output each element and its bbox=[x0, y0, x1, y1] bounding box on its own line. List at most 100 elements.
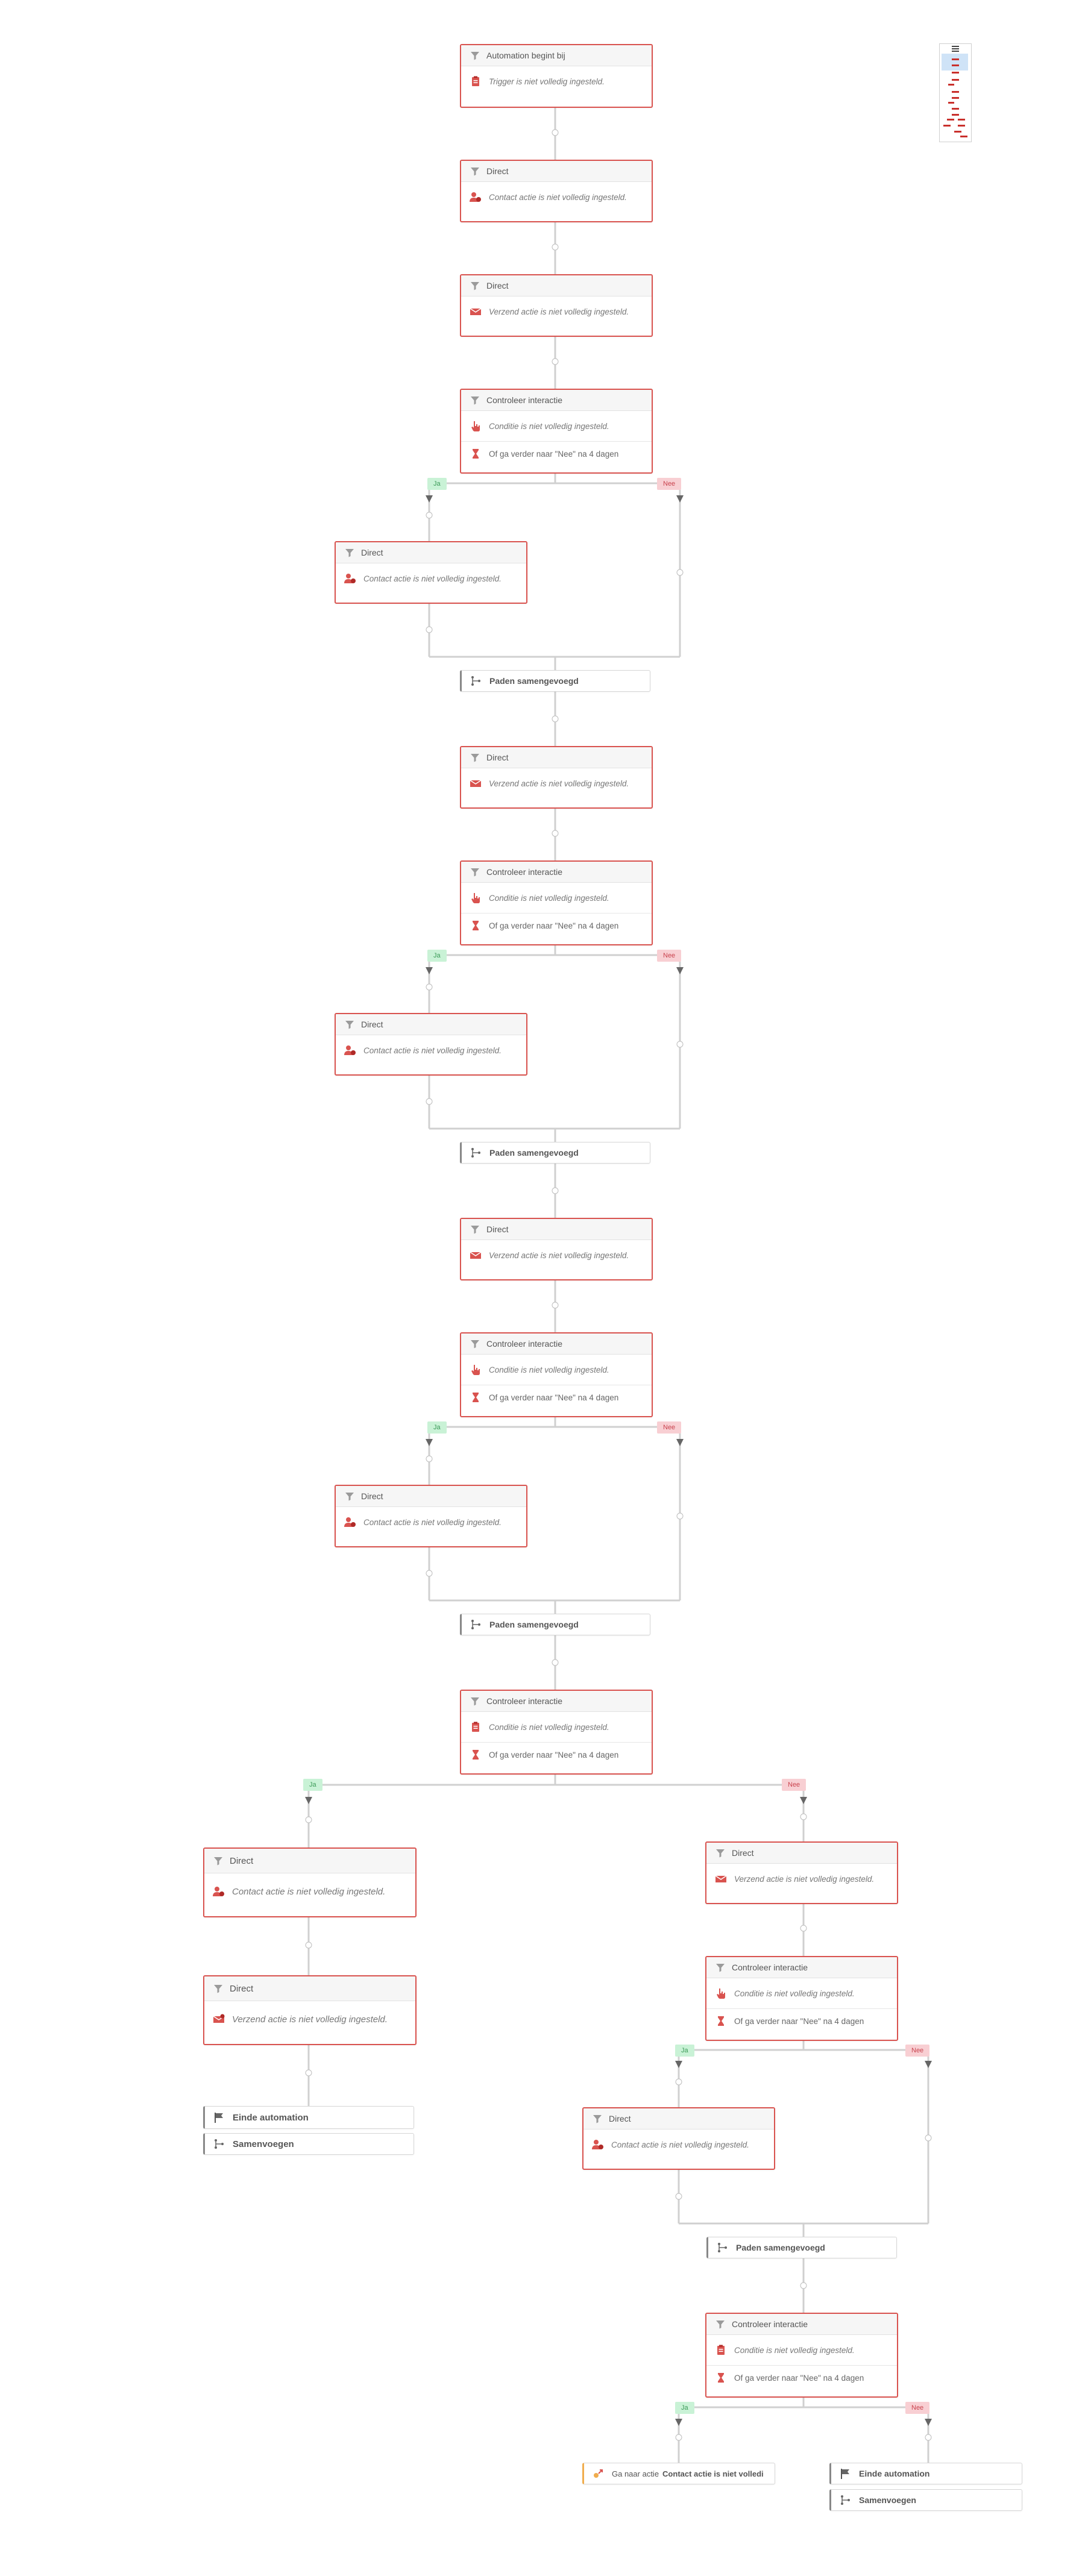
filter-icon bbox=[471, 1340, 479, 1349]
trigger-card[interactable]: Automation begint bij Trigger is niet vo… bbox=[460, 44, 653, 108]
branch-yes-label: Ja bbox=[675, 2402, 694, 2414]
merge-button[interactable]: Samenvoegen bbox=[203, 2133, 414, 2155]
clipboard-icon bbox=[472, 1722, 479, 1732]
email-icon bbox=[470, 780, 482, 787]
clipboard-icon bbox=[472, 76, 479, 86]
contact-person-icon bbox=[592, 2140, 603, 2149]
condition-message: Conditie is niet volledig ingesteld. bbox=[489, 1722, 609, 1732]
goto-action-icon bbox=[594, 2469, 603, 2478]
step-message: Verzend actie is niet volledig ingesteld… bbox=[489, 307, 629, 316]
goto-prefix: Ga naar actie bbox=[612, 2469, 659, 2478]
step-title: Direct bbox=[361, 1491, 383, 1501]
step-title: Direct bbox=[486, 1224, 509, 1234]
filter-icon bbox=[593, 2115, 602, 2123]
branch-yes-label: Ja bbox=[427, 478, 447, 490]
hourglass-icon bbox=[718, 2016, 724, 2026]
step-title: Controleer interactie bbox=[486, 867, 563, 877]
branch-no-label: Nee bbox=[905, 2045, 930, 2057]
filter-icon bbox=[471, 754, 479, 762]
step-title: Direct bbox=[486, 166, 509, 176]
action-direct-verzend[interactable]: Direct Verzend actie is niet volledig in… bbox=[460, 746, 653, 809]
merge-label: Paden samengevoegd bbox=[489, 676, 579, 686]
merge-icon bbox=[718, 2243, 727, 2252]
branch-yes-label: Ja bbox=[427, 1421, 447, 1434]
contact-person-icon bbox=[344, 1045, 356, 1055]
step-message: Verzend actie is niet volledig ingesteld… bbox=[489, 779, 629, 788]
hourglass-icon bbox=[473, 1393, 479, 1402]
clipboard-icon bbox=[717, 2345, 725, 2355]
step-title: Direct bbox=[732, 1848, 754, 1858]
action-direct-verzend[interactable]: Direct Verzend actie is niet volledig in… bbox=[203, 1975, 417, 2045]
condition-card[interactable]: Controleer interactie Conditie is niet v… bbox=[460, 860, 653, 945]
filter-icon bbox=[345, 1021, 354, 1029]
minimap-viewport[interactable] bbox=[942, 54, 968, 71]
end-automation-card[interactable]: Einde automation bbox=[203, 2106, 414, 2129]
click-hand-icon bbox=[471, 1365, 480, 1375]
condition-card[interactable]: Controleer interactie Conditie is niet v… bbox=[460, 1690, 653, 1775]
merge-label: Paden samengevoegd bbox=[489, 1148, 579, 1158]
step-title: Controleer interactie bbox=[732, 2319, 808, 2329]
action-direct-contact[interactable]: Direct Contact actie is niet volledig in… bbox=[335, 541, 527, 604]
merge-paths-card[interactable]: Paden samengevoegd bbox=[460, 1142, 650, 1164]
action-direct-contact[interactable]: Direct Contact actie is niet volledig in… bbox=[203, 1847, 417, 1917]
email-icon bbox=[470, 1252, 482, 1259]
step-title: Controleer interactie bbox=[486, 395, 563, 405]
branch-no-label: Nee bbox=[657, 478, 682, 490]
click-hand-icon bbox=[717, 1988, 725, 1999]
hourglass-icon bbox=[718, 2373, 724, 2383]
step-message: Contact actie is niet volledig ingesteld… bbox=[363, 574, 502, 583]
step-title: Direct bbox=[609, 2114, 631, 2123]
action-direct-contact[interactable]: Direct Contact actie is niet volledig in… bbox=[335, 1485, 527, 1547]
end-automation-card[interactable]: Einde automation bbox=[829, 2463, 1022, 2484]
condition-message: Conditie is niet volledig ingesteld. bbox=[734, 1988, 855, 1998]
condition-card[interactable]: Controleer interactie Conditie is niet v… bbox=[460, 389, 653, 474]
branch-yes-label: Ja bbox=[427, 950, 447, 962]
email-icon bbox=[470, 308, 482, 315]
action-direct-contact[interactable]: Direct Contact actie is niet volledig in… bbox=[335, 1013, 527, 1076]
step-message: Verzend actie is niet volledig ingesteld… bbox=[489, 1250, 629, 1260]
condition-message: Conditie is niet volledig ingesteld. bbox=[489, 1365, 609, 1374]
merge-label: Samenvoegen bbox=[233, 2139, 294, 2149]
action-direct-contact[interactable]: Direct Contact actie is niet volledig in… bbox=[582, 2107, 775, 2170]
wait-message: Of ga verder naar "Nee" na 4 dagen bbox=[734, 2373, 864, 2383]
filter-icon bbox=[345, 549, 354, 557]
branch-no-label: Nee bbox=[905, 2402, 930, 2414]
goto-action-card[interactable]: Ga naar actie Contact actie is niet voll… bbox=[582, 2463, 775, 2484]
step-message: Verzend actie is niet volledig ingesteld… bbox=[734, 1874, 875, 1884]
condition-card[interactable]: Controleer interactie Conditie is niet v… bbox=[705, 1956, 898, 2041]
contact-person-icon bbox=[213, 1887, 224, 1896]
filter-icon bbox=[471, 52, 479, 60]
merge-icon bbox=[471, 1148, 480, 1158]
step-title: Direct bbox=[230, 1983, 254, 1994]
wait-message: Of ga verder naar "Nee" na 4 dagen bbox=[489, 449, 619, 459]
merge-paths-card[interactable]: Paden samengevoegd bbox=[460, 670, 650, 692]
merge-label: Samenvoegen bbox=[859, 2495, 916, 2505]
merge-button[interactable]: Samenvoegen bbox=[829, 2489, 1022, 2511]
action-direct-contact[interactable]: Direct Contact actie is niet volledig in… bbox=[460, 160, 653, 222]
wait-message: Of ga verder naar "Nee" na 4 dagen bbox=[734, 2016, 864, 2026]
filter-icon bbox=[471, 1226, 479, 1234]
step-title: Direct bbox=[230, 1855, 254, 1866]
condition-card[interactable]: Controleer interactie Conditie is niet v… bbox=[705, 2313, 898, 2398]
merge-paths-card[interactable]: Paden samengevoegd bbox=[460, 1614, 650, 1635]
branch-no-label: Nee bbox=[657, 1421, 682, 1434]
step-message: Contact actie is niet volledig ingesteld… bbox=[363, 1517, 502, 1527]
action-direct-verzend[interactable]: Direct Verzend actie is niet volledig in… bbox=[460, 1218, 653, 1280]
minimap-menu-icon[interactable] bbox=[952, 46, 959, 52]
condition-message: Conditie is niet volledig ingesteld. bbox=[734, 2345, 855, 2355]
click-hand-icon bbox=[471, 421, 480, 431]
click-hand-icon bbox=[471, 893, 480, 903]
condition-message: Conditie is niet volledig ingesteld. bbox=[489, 893, 609, 903]
end-label: Einde automation bbox=[859, 2469, 930, 2478]
filter-icon bbox=[716, 1964, 725, 1972]
merge-icon bbox=[215, 2139, 224, 2149]
action-direct-verzend[interactable]: Direct Verzend actie is niet volledig in… bbox=[460, 274, 653, 337]
condition-message: Conditie is niet volledig ingesteld. bbox=[489, 421, 609, 431]
minimap[interactable] bbox=[939, 43, 972, 142]
action-direct-verzend[interactable]: Direct Verzend actie is niet volledig in… bbox=[705, 1841, 898, 1904]
condition-card[interactable]: Controleer interactie Conditie is niet v… bbox=[460, 1332, 653, 1417]
merge-paths-card[interactable]: Paden samengevoegd bbox=[706, 2237, 897, 2258]
filter-icon bbox=[716, 1849, 725, 1858]
step-title: Controleer interactie bbox=[732, 1963, 808, 1972]
